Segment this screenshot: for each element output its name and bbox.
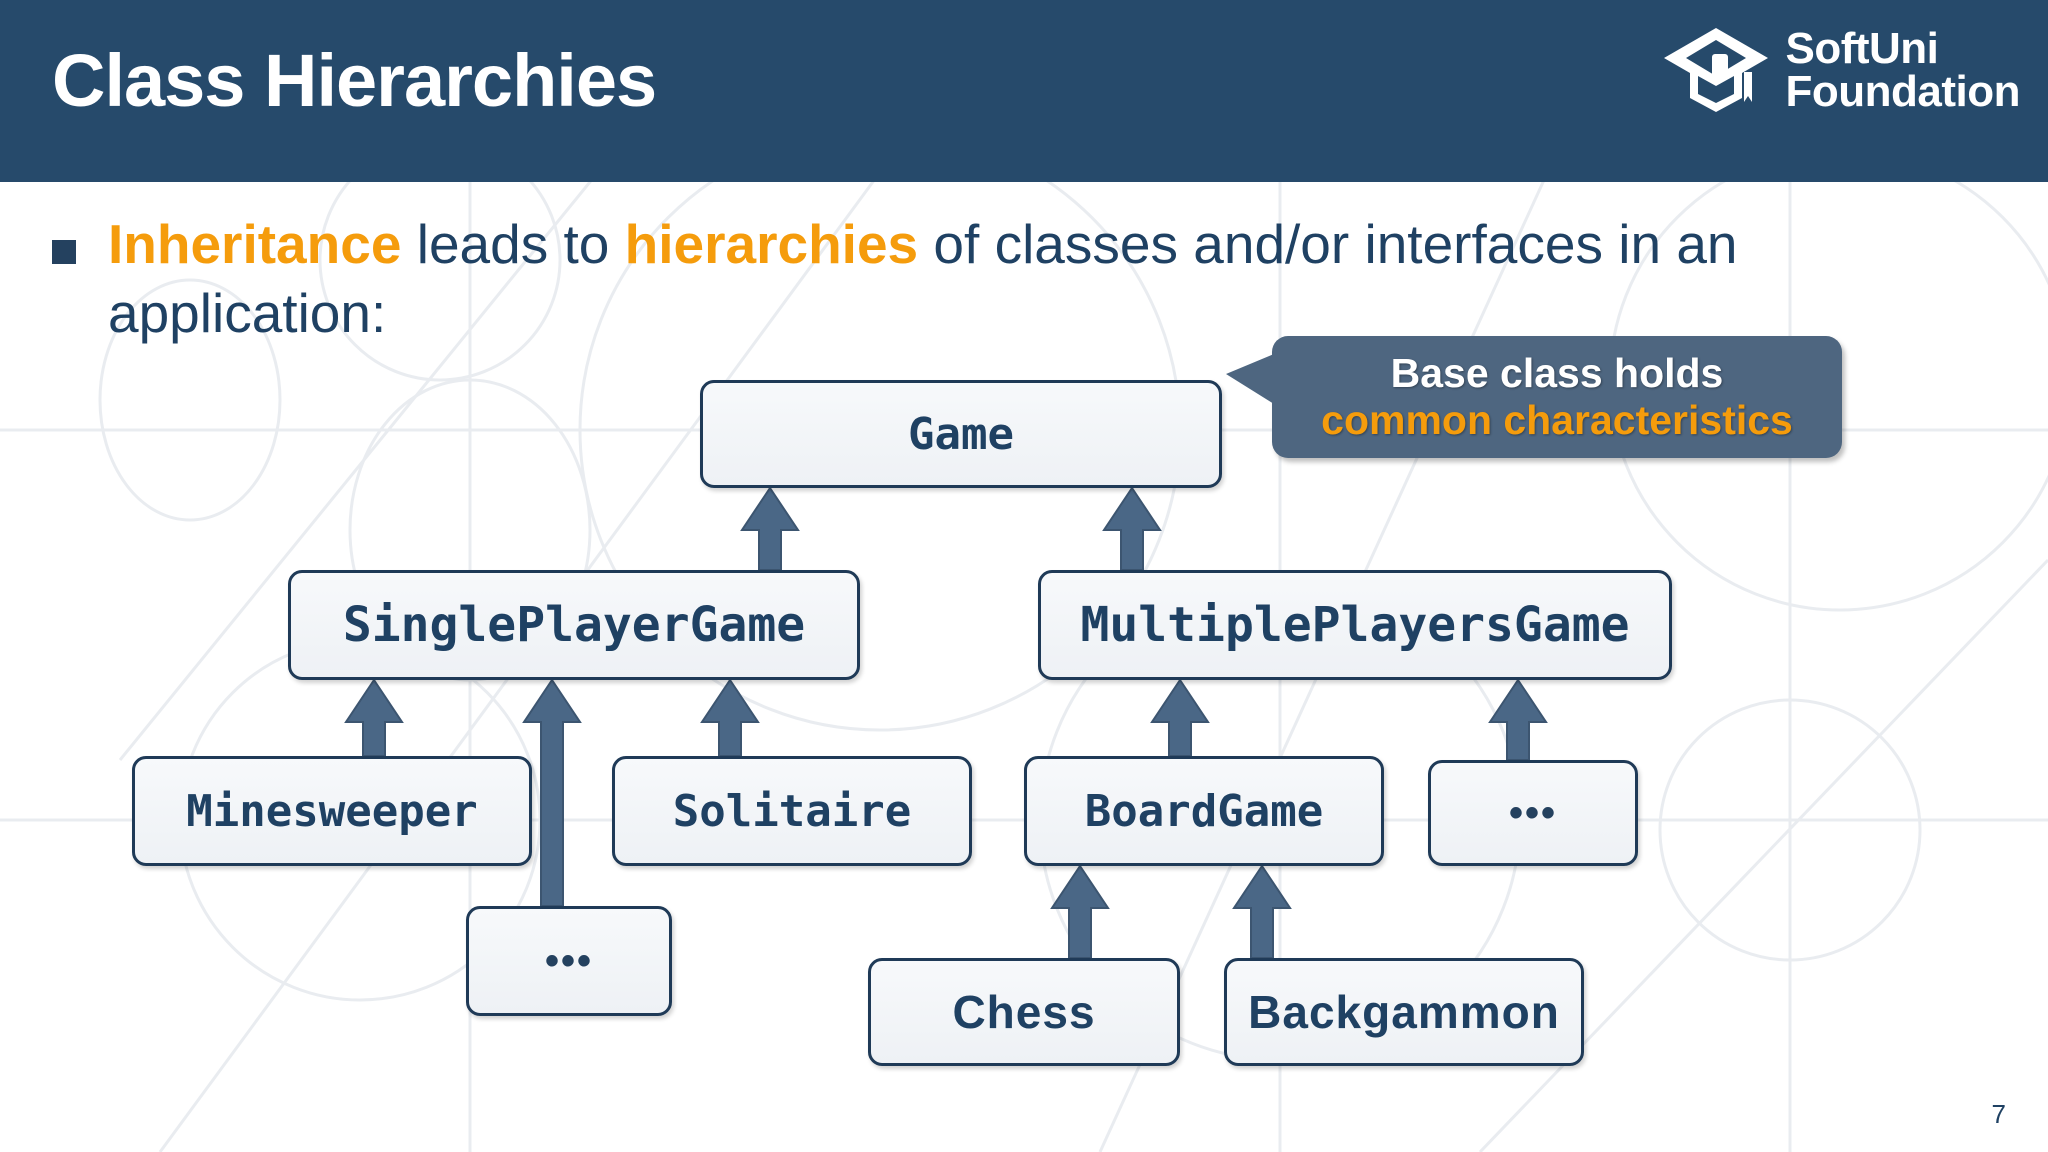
class-node-backgammon: Backgammon: [1224, 958, 1584, 1066]
class-node-label: MultiplePlayersGame: [1080, 597, 1630, 653]
class-node-label: Chess: [952, 986, 1096, 1038]
class-node-label: Game: [908, 408, 1014, 460]
page-title: Class Hierarchies: [52, 39, 657, 122]
class-node-label: BoardGame: [1084, 785, 1324, 837]
class-node-multipleplayersgame: MultiplePlayersGame: [1038, 570, 1672, 680]
inheritance-arrow-ellipsis-right-to-multipleplayersgame: [1488, 678, 1548, 761]
class-node-ellipsis-right: •••: [1428, 760, 1638, 866]
inheritance-arrow-solitaire-to-singleplayergame: [700, 678, 760, 757]
inheritance-arrow-ellipsis-left-to-singleplayergame: [522, 678, 582, 907]
logo-text: SoftUni Foundation: [1785, 23, 2021, 116]
class-node-label: Backgammon: [1248, 986, 1560, 1038]
callout-tail-icon: [1226, 354, 1274, 404]
class-node-label: SinglePlayerGame: [342, 597, 806, 653]
page-number: 7: [1991, 1099, 2006, 1129]
callout-line-2: common characteristics: [1321, 397, 1793, 443]
inheritance-arrow-multipleplayersgame-to-game: [1102, 486, 1162, 571]
logo-line-2: Foundation: [1785, 67, 2021, 116]
class-node-boardgame: BoardGame: [1024, 756, 1384, 866]
class-node-ellipsis-left: •••: [466, 906, 672, 1016]
class-node-game: Game: [700, 380, 1222, 488]
class-node-chess: Chess: [868, 958, 1180, 1066]
class-node-label: Minesweeper: [186, 785, 478, 837]
inheritance-arrow-chess-to-boardgame: [1050, 864, 1110, 959]
class-node-solitaire: Solitaire: [612, 756, 972, 866]
inheritance-arrow-singleplayergame-to-game: [740, 486, 800, 571]
class-node-label: •••: [544, 938, 593, 983]
brand-logo: SoftUni Foundation: [1660, 23, 2021, 116]
callout-line-1: Base class holds: [1390, 349, 1724, 396]
class-node-label: •••: [1508, 790, 1557, 835]
inheritance-arrow-boardgame-to-multipleplayersgame: [1150, 678, 1210, 757]
graduation-cap-icon: [1663, 28, 1768, 112]
class-node-singleplayergame: SinglePlayerGame: [288, 570, 860, 680]
class-node-minesweeper: Minesweeper: [132, 756, 532, 866]
callout-bubble: Base class holds common characteristics: [1226, 336, 1842, 458]
logo-line-1: SoftUni: [1785, 23, 1939, 73]
class-node-label: Solitaire: [672, 785, 912, 837]
inheritance-arrow-backgammon-to-boardgame: [1232, 864, 1292, 959]
square-bullet-icon: [52, 240, 76, 264]
inheritance-arrow-minesweeper-to-singleplayergame: [344, 678, 404, 757]
